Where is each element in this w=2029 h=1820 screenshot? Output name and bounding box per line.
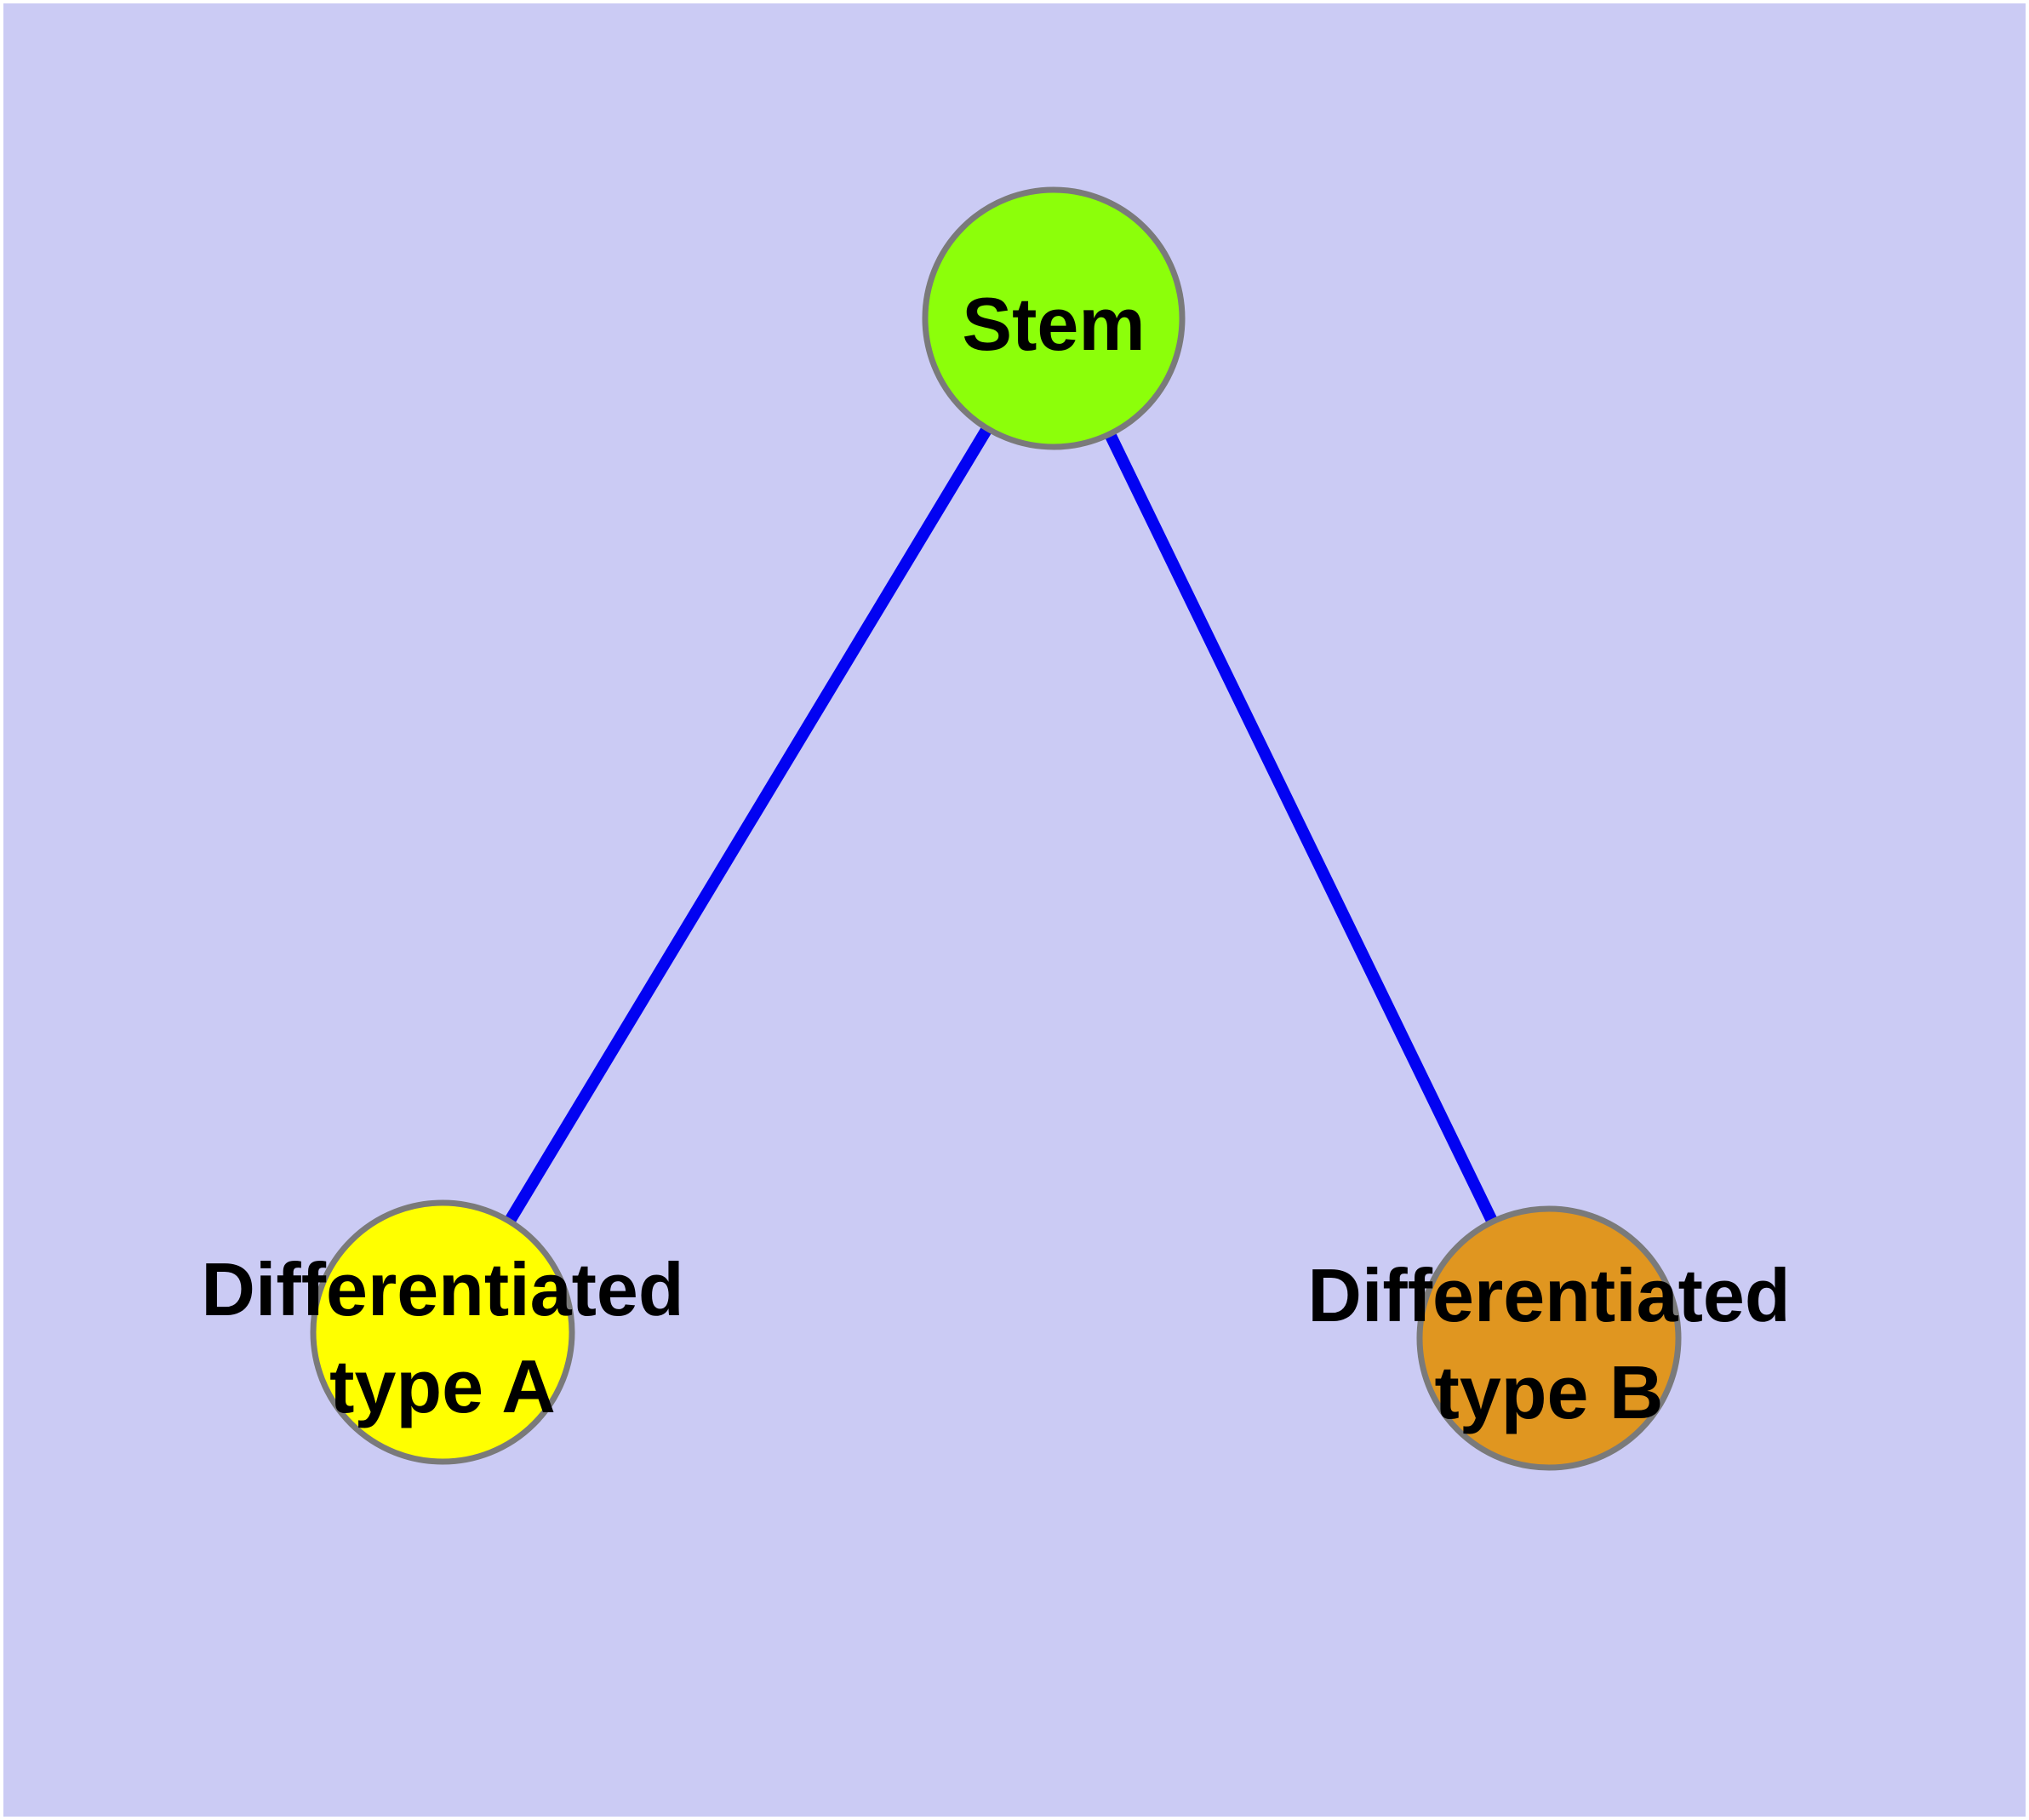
- node-stem: Stem: [922, 186, 1186, 450]
- node-circle-stem[interactable]: [922, 186, 1186, 450]
- edge-stem-type-a[interactable]: [437, 315, 1059, 1336]
- edge-stem-type-b[interactable]: [1048, 315, 1555, 1342]
- node-circle-type-b[interactable]: [1416, 1205, 1682, 1471]
- edges-layer: [437, 315, 1555, 1342]
- node-circle-type-a[interactable]: [310, 1199, 575, 1465]
